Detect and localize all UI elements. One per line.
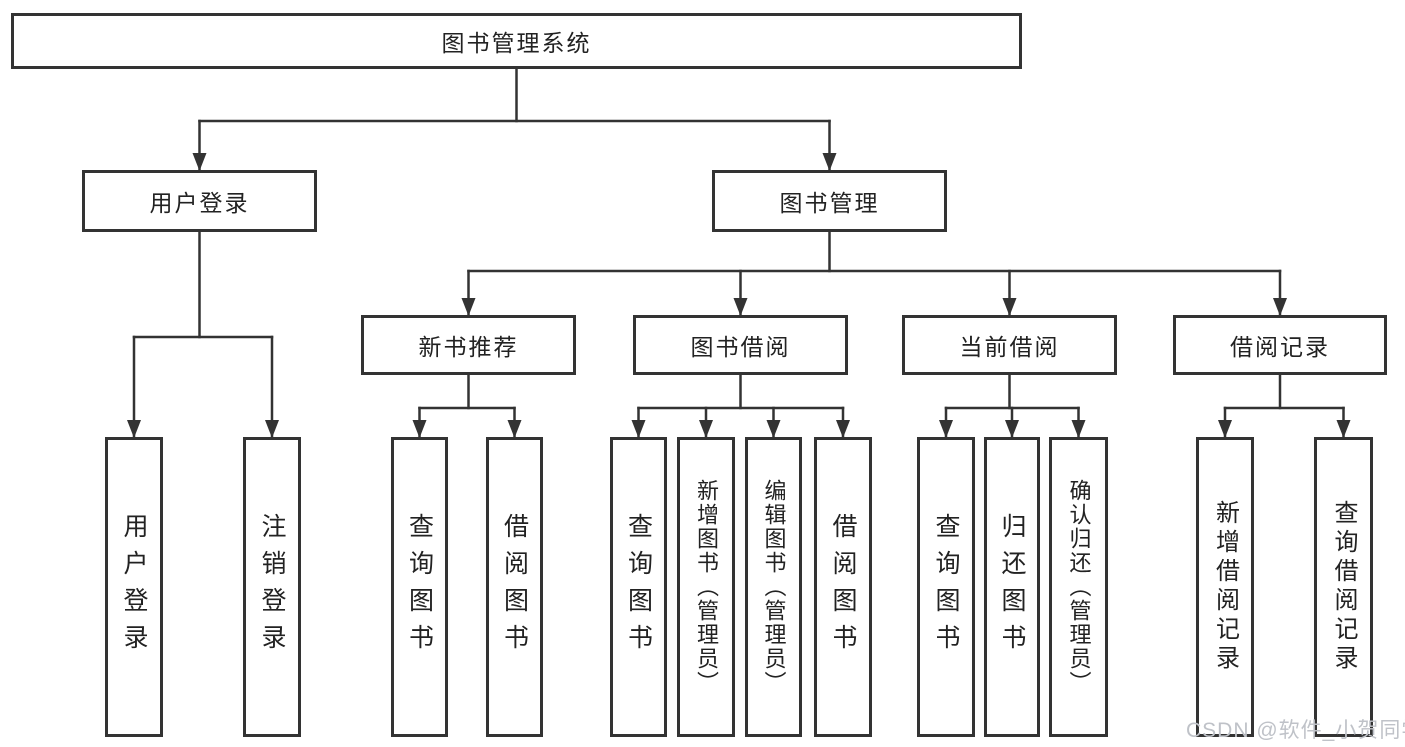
connector-user-login-children xyxy=(127,230,279,439)
leaf-records-add-label: 新增借阅记录 xyxy=(1211,500,1239,674)
node-root: 图书管理系统 xyxy=(11,13,1022,69)
node-book-borrow-label: 图书借阅 xyxy=(690,334,791,360)
connector-book-borrow-children xyxy=(631,373,850,439)
leaf-records-query: 查询借阅记录 xyxy=(1314,437,1373,737)
leaf-borrow-add-admin: 新增图书（管理员） xyxy=(677,437,735,737)
leaf-newbooks-query: 查询图书 xyxy=(391,437,448,737)
leaf-borrow-add-admin-label: 新增图书（管理员） xyxy=(694,479,719,695)
leaf-logout-label: 注销登录 xyxy=(258,513,286,661)
leaf-user-login-label: 用户登录 xyxy=(120,513,148,661)
leaf-current-confirm-admin: 确认归还（管理员） xyxy=(1049,437,1108,737)
node-current-borrow-label: 当前借阅 xyxy=(959,334,1060,360)
leaf-newbooks-borrow: 借阅图书 xyxy=(486,437,543,737)
leaf-current-return: 归还图书 xyxy=(984,437,1040,737)
leaf-borrow-query-label: 查询图书 xyxy=(624,513,653,661)
leaf-borrow-borrow: 借阅图书 xyxy=(814,437,872,737)
leaf-user-login: 用户登录 xyxy=(105,437,163,737)
connector-root-to-level2 xyxy=(192,67,837,172)
leaf-newbooks-query-label: 查询图书 xyxy=(405,513,434,661)
node-root-label: 图书管理系统 xyxy=(441,30,592,56)
leaf-current-query-label: 查询图书 xyxy=(932,513,960,661)
node-book-mgmt-label: 图书管理 xyxy=(779,190,880,216)
node-user-login-label: 用户登录 xyxy=(149,190,250,216)
connector-book-mgmt-children xyxy=(461,230,1287,317)
csdn-watermark: CSDN @软件_小贺同学 xyxy=(1186,719,1405,742)
leaf-records-query-label: 查询借阅记录 xyxy=(1330,500,1357,674)
leaf-borrow-edit-admin: 编辑图书（管理员） xyxy=(745,437,802,737)
connector-current-borrow-children xyxy=(939,373,1086,439)
node-book-borrow: 图书借阅 xyxy=(633,315,848,375)
node-current-borrow: 当前借阅 xyxy=(902,315,1117,375)
leaf-borrow-query: 查询图书 xyxy=(610,437,667,737)
leaf-current-query: 查询图书 xyxy=(917,437,975,737)
leaf-borrow-edit-admin-label: 编辑图书（管理员） xyxy=(761,479,787,695)
leaf-current-confirm-admin-label: 确认归还（管理员） xyxy=(1066,479,1092,695)
node-borrow-records: 借阅记录 xyxy=(1173,315,1387,375)
node-book-mgmt: 图书管理 xyxy=(712,170,947,232)
leaf-current-return-label: 归还图书 xyxy=(998,513,1026,661)
connector-borrow-records-children xyxy=(1218,373,1351,439)
node-borrow-records-label: 借阅记录 xyxy=(1230,334,1330,360)
connector-new-books-children xyxy=(412,373,522,439)
leaf-borrow-borrow-label: 借阅图书 xyxy=(829,513,857,661)
node-new-books-label: 新书推荐 xyxy=(418,334,519,360)
node-new-books: 新书推荐 xyxy=(361,315,576,375)
leaf-records-add: 新增借阅记录 xyxy=(1196,437,1254,737)
node-user-login: 用户登录 xyxy=(82,170,317,232)
leaf-logout: 注销登录 xyxy=(243,437,301,737)
leaf-newbooks-borrow-label: 借阅图书 xyxy=(500,513,529,661)
